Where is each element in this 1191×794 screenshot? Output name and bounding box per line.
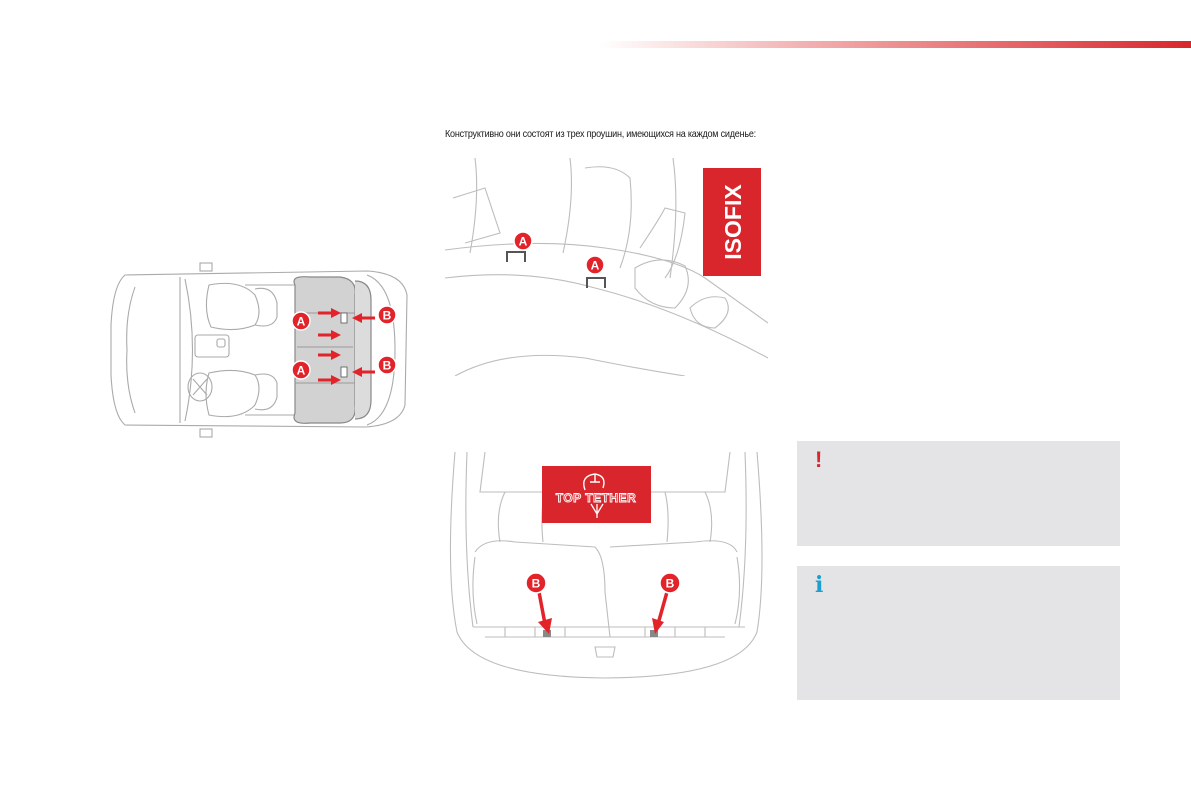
- warning-note-panel: !: [797, 441, 1120, 546]
- svg-text:A: A: [297, 364, 306, 378]
- svg-text:B: B: [666, 577, 675, 591]
- info-icon: i: [815, 572, 824, 598]
- point-a-marker: A: [513, 231, 533, 251]
- point-b-marker: B: [659, 572, 681, 594]
- isofix-logo-text: ISOFIX: [720, 184, 746, 260]
- info-note-panel: i: [797, 566, 1120, 700]
- isofix-anchors-figure: A A ISOFIX: [445, 158, 768, 376]
- point-b-marker: B: [525, 572, 547, 594]
- top-tether-logo: TOP TETHER: [542, 466, 651, 523]
- exclamation-icon: !: [815, 447, 823, 472]
- svg-text:B: B: [383, 309, 392, 323]
- figure-caption: Конструктивно они состоят из трех проуши…: [445, 128, 756, 140]
- point-a-marker: A: [291, 360, 311, 380]
- svg-text:B: B: [532, 577, 541, 591]
- point-b-marker: B: [377, 305, 397, 325]
- point-a-marker: A: [585, 255, 605, 275]
- point-a-marker: A: [291, 311, 311, 331]
- isofix-logo: [703, 168, 761, 276]
- top-tether-anchors-figure: B B TOP TETHER: [449, 452, 763, 679]
- header-accent-bar: [600, 41, 1191, 48]
- svg-text:A: A: [297, 315, 306, 329]
- car-top-view-figure: A A B B: [110, 262, 408, 438]
- svg-text:B: B: [383, 359, 392, 373]
- svg-text:A: A: [519, 235, 528, 249]
- svg-text:A: A: [591, 259, 600, 273]
- point-b-marker: B: [377, 355, 397, 375]
- svg-text:TOP TETHER: TOP TETHER: [556, 491, 637, 505]
